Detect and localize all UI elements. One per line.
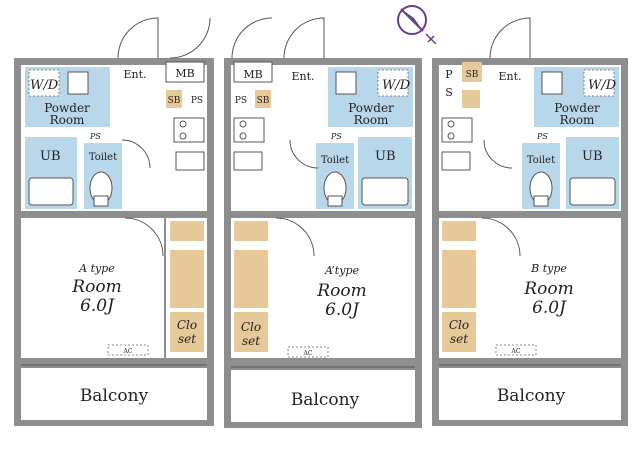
unit-a-prime-ub-label: UB <box>375 149 396 164</box>
unit-a-toilet-label: Toilet <box>89 152 117 163</box>
unit-b-type: W/D Powder Room PS UB Toilet Ent. SB P S… <box>432 17 628 426</box>
unit-b-toilet-label: Toilet <box>527 155 555 166</box>
unit-a-prime-room-label: Room <box>316 281 366 301</box>
unit-a-mb-label: MB <box>175 67 194 80</box>
unit-b-room-label: Room <box>523 279 573 299</box>
unit-a-prime-ac-label: AC <box>303 350 313 357</box>
unit-a-prime-closet-label-2: set <box>242 334 260 348</box>
unit-a-closet-label-2: set <box>178 332 196 346</box>
unit-a-powder-label-2: Room <box>50 113 85 127</box>
unit-a-closet-label-1: Clo <box>177 318 197 332</box>
unit-b-ac-label: AC <box>511 348 521 355</box>
unit-a-room-size: 6.0J <box>80 296 115 316</box>
unit-a-prime-ps-small-label: PS <box>330 132 342 141</box>
unit-a-ps-label: PS <box>191 96 203 106</box>
unit-a-ac-label: AC <box>123 348 133 355</box>
unit-a-prime-toilet-label: Toilet <box>321 155 349 166</box>
unit-b-room-size: 6.0J <box>532 298 567 318</box>
unit-b-ent-label: Ent. <box>498 70 521 83</box>
unit-b-ps-small-label: PS <box>536 132 548 141</box>
unit-a-prime-powder-label-1: Powder <box>348 101 394 115</box>
unit-a-wd-label: W/D <box>30 78 59 93</box>
unit-a-ub-label: UB <box>40 149 61 164</box>
unit-b-ps-label-s: S <box>445 86 453 99</box>
unit-a-prime-mb-label: MB <box>243 68 262 81</box>
unit-b-sb-label: SB <box>466 70 479 80</box>
unit-a-type: W/D Powder Room PS UB Toilet Ent. MB SB … <box>14 17 214 426</box>
unit-a-ps-small-label: PS <box>89 132 101 141</box>
unit-a-prime-type: W/D Powder Room PS UB Toilet Ent. MB SB … <box>224 17 422 428</box>
unit-b-closet-label-1: Clo <box>449 318 469 332</box>
unit-a-prime-ps-label: PS <box>235 96 247 106</box>
unit-a-prime-sb-label: SB <box>257 96 270 106</box>
unit-a-prime-type-label: A’type <box>324 264 360 277</box>
unit-a-powder-label-1: Powder <box>44 101 90 115</box>
unit-a-room-label: Room <box>71 277 121 297</box>
north-arrow-icon <box>397 5 437 45</box>
unit-a-prime-balcony-label: Balcony <box>291 390 360 410</box>
unit-a-sb-label: SB <box>168 96 181 106</box>
unit-a-prime-room-size: 6.0J <box>325 300 360 320</box>
unit-b-ps-label-p: P <box>445 68 453 81</box>
unit-b-wd-label: W/D <box>588 78 617 93</box>
unit-a-prime-powder-label-2: Room <box>354 113 389 127</box>
unit-b-balcony-label: Balcony <box>497 386 566 406</box>
unit-a-ent-label: Ent. <box>123 68 146 81</box>
unit-b-powder-label-1: Powder <box>554 101 600 115</box>
unit-a-prime-wd-label: W/D <box>382 78 411 93</box>
unit-a-prime-ent-label: Ent. <box>291 70 314 83</box>
unit-a-type-label: A type <box>78 262 115 275</box>
unit-b-ub-label: UB <box>582 149 603 164</box>
unit-b-type-label: B type <box>530 262 567 275</box>
unit-b-closet-label-2: set <box>450 332 468 346</box>
unit-a-balcony-label: Balcony <box>80 386 149 406</box>
unit-b-powder-label-2: Room <box>560 113 595 127</box>
unit-a-prime-closet-label-1: Clo <box>241 320 261 334</box>
